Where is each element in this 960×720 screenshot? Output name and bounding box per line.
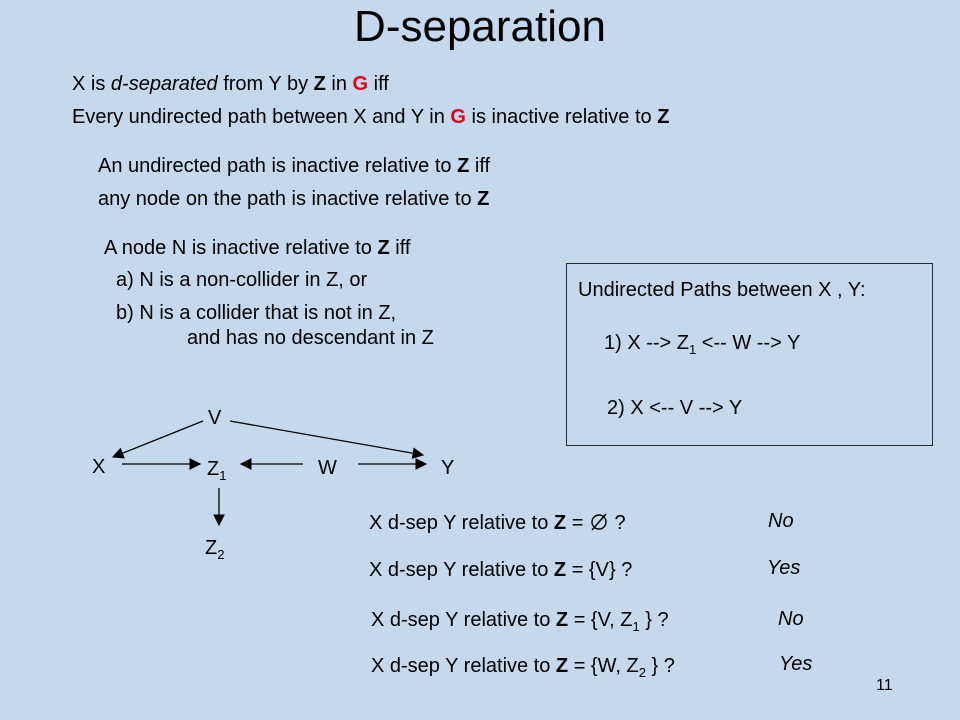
subscript: 2 [217, 547, 225, 562]
z-symbol: Z [553, 512, 567, 534]
node-rule-line-3: b) N is a collider that is not in Z, [116, 302, 397, 324]
text: in [325, 73, 353, 95]
definition-line-2: Every undirected path between X and Y in… [72, 105, 669, 129]
node-x: X [92, 456, 106, 478]
edge-v-y [229, 420, 425, 459]
subscript: 1 [689, 342, 697, 357]
definition-line-1: X is d-separated from Y by Z in G iff [72, 72, 389, 96]
empty-set-icon [591, 513, 607, 531]
text: iff [389, 237, 411, 259]
z-symbol: Z [377, 237, 390, 259]
z-symbol: Z [313, 73, 326, 95]
g-symbol: G [450, 106, 466, 128]
text: iff [368, 73, 389, 95]
paths-box-heading: Undirected Paths between X , Y: [578, 279, 866, 301]
node-z2: Z2 [205, 537, 225, 562]
text: Z [207, 458, 220, 480]
subscript: 2 [638, 665, 646, 680]
question-2: X d-sep Y relative to Z = {V} ? [369, 559, 632, 582]
node-z1: Z1 [207, 458, 227, 483]
z-symbol: Z [457, 155, 470, 177]
path-rule-line-2: any node on the path is inactive relativ… [98, 187, 489, 211]
subscript: 1 [219, 468, 227, 483]
question-4: X d-sep Y relative to Z = {W, Z2 } ? [371, 655, 675, 680]
text: = [566, 512, 589, 534]
text: X d-sep Y relative to [369, 512, 554, 534]
path-rule-line-1: An undirected path is inactive relative … [98, 154, 490, 178]
node-rule-line-4: and has no descendant in Z [187, 327, 434, 349]
page-number: 11 [876, 677, 893, 694]
answer-3: No [778, 608, 804, 630]
z-symbol: Z [555, 609, 569, 631]
text: X d-sep Y relative to [371, 609, 556, 631]
text: An undirected path is inactive relative … [98, 155, 458, 177]
paths-box [566, 263, 933, 446]
z-symbol: Z [553, 559, 567, 581]
answer-1: No [768, 510, 794, 532]
path-1: 1) X --> Z1 <-- W --> Y [604, 331, 801, 357]
question-3: X d-sep Y relative to Z = {V, Z1 } ? [371, 609, 669, 634]
text: } ? [645, 655, 675, 677]
path-2: 2) X <-- V --> Y [607, 397, 743, 419]
text: iff [469, 155, 491, 177]
text: from Y by [217, 73, 314, 95]
node-rule-line-2: a) N is a non-collider in Z, or [116, 269, 368, 291]
d-separated-term: d-separated [110, 73, 218, 95]
text: is inactive relative to [465, 106, 658, 128]
text: = {V} ? [566, 559, 633, 581]
node-v: V [208, 407, 222, 429]
g-symbol: G [352, 73, 369, 95]
text: A node N is inactive relative to [104, 237, 378, 259]
text: X is [72, 73, 111, 95]
text: X d-sep Y relative to [369, 559, 554, 581]
z-symbol: Z [657, 106, 670, 128]
text: } ? [639, 609, 669, 631]
text: ? [608, 512, 626, 534]
answer-4: Yes [779, 653, 813, 675]
answer-2: Yes [767, 557, 801, 579]
text: X d-sep Y relative to [371, 655, 556, 677]
node-y: Y [441, 457, 455, 479]
text: any node on the path is inactive relativ… [98, 188, 478, 210]
node-rule-line-1: A node N is inactive relative to Z iff [104, 236, 410, 260]
page-title: D-separation [354, 2, 606, 51]
text: 1) X --> Z [604, 332, 690, 354]
z-symbol: Z [477, 188, 490, 210]
question-1: X d-sep Y relative to Z = ? [369, 512, 626, 535]
subscript: 1 [632, 619, 640, 634]
edge-v-x [111, 420, 204, 459]
node-w: W [318, 457, 337, 479]
text: <-- W --> Y [696, 332, 801, 354]
text: Every undirected path between X and Y in [72, 106, 451, 128]
z-symbol: Z [555, 655, 569, 677]
text: Z [205, 537, 218, 559]
text: = {W, Z [568, 655, 639, 677]
text: = {V, Z [568, 609, 633, 631]
